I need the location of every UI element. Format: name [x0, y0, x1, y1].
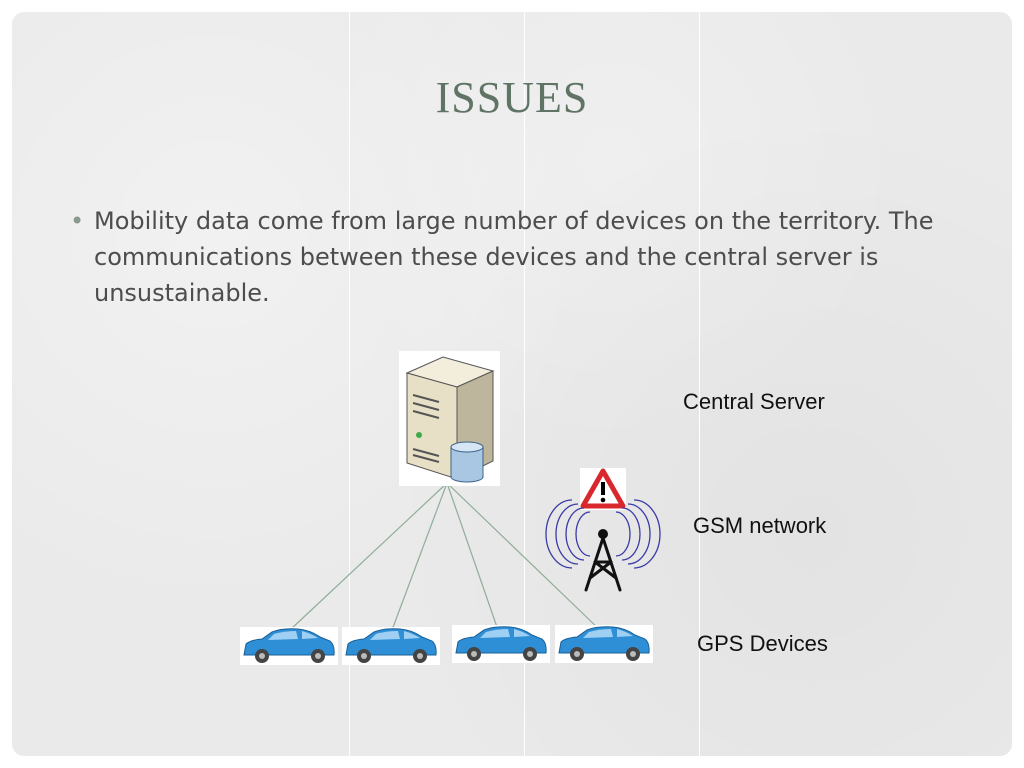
warning-icon — [580, 468, 626, 510]
car-icon — [555, 625, 653, 663]
car-icon — [240, 627, 338, 665]
slide-title: ISSUES — [435, 73, 589, 122]
car-icon — [342, 627, 440, 665]
car-icon — [452, 625, 550, 663]
divider-line — [699, 12, 700, 756]
divider-line — [524, 12, 525, 756]
connection-line — [391, 482, 448, 631]
bullet-dot: • — [70, 207, 85, 235]
slide-background — [12, 12, 1012, 756]
connection-line — [446, 482, 499, 631]
devices-label: GPS Devices — [697, 631, 828, 656]
bullet-text: Mobility data come from large number of … — [94, 207, 934, 307]
gsm-tower-icon — [545, 499, 661, 592]
divider-line — [349, 12, 350, 756]
connection-lines — [289, 482, 601, 631]
server-icon — [399, 351, 500, 486]
connection-line — [289, 482, 448, 631]
database-icon — [450, 441, 484, 483]
server-label: Central Server — [683, 389, 825, 414]
network-label: GSM network — [693, 513, 827, 538]
bullet-item: • Mobility data come from large number o… — [70, 203, 970, 311]
connection-line — [446, 482, 601, 631]
